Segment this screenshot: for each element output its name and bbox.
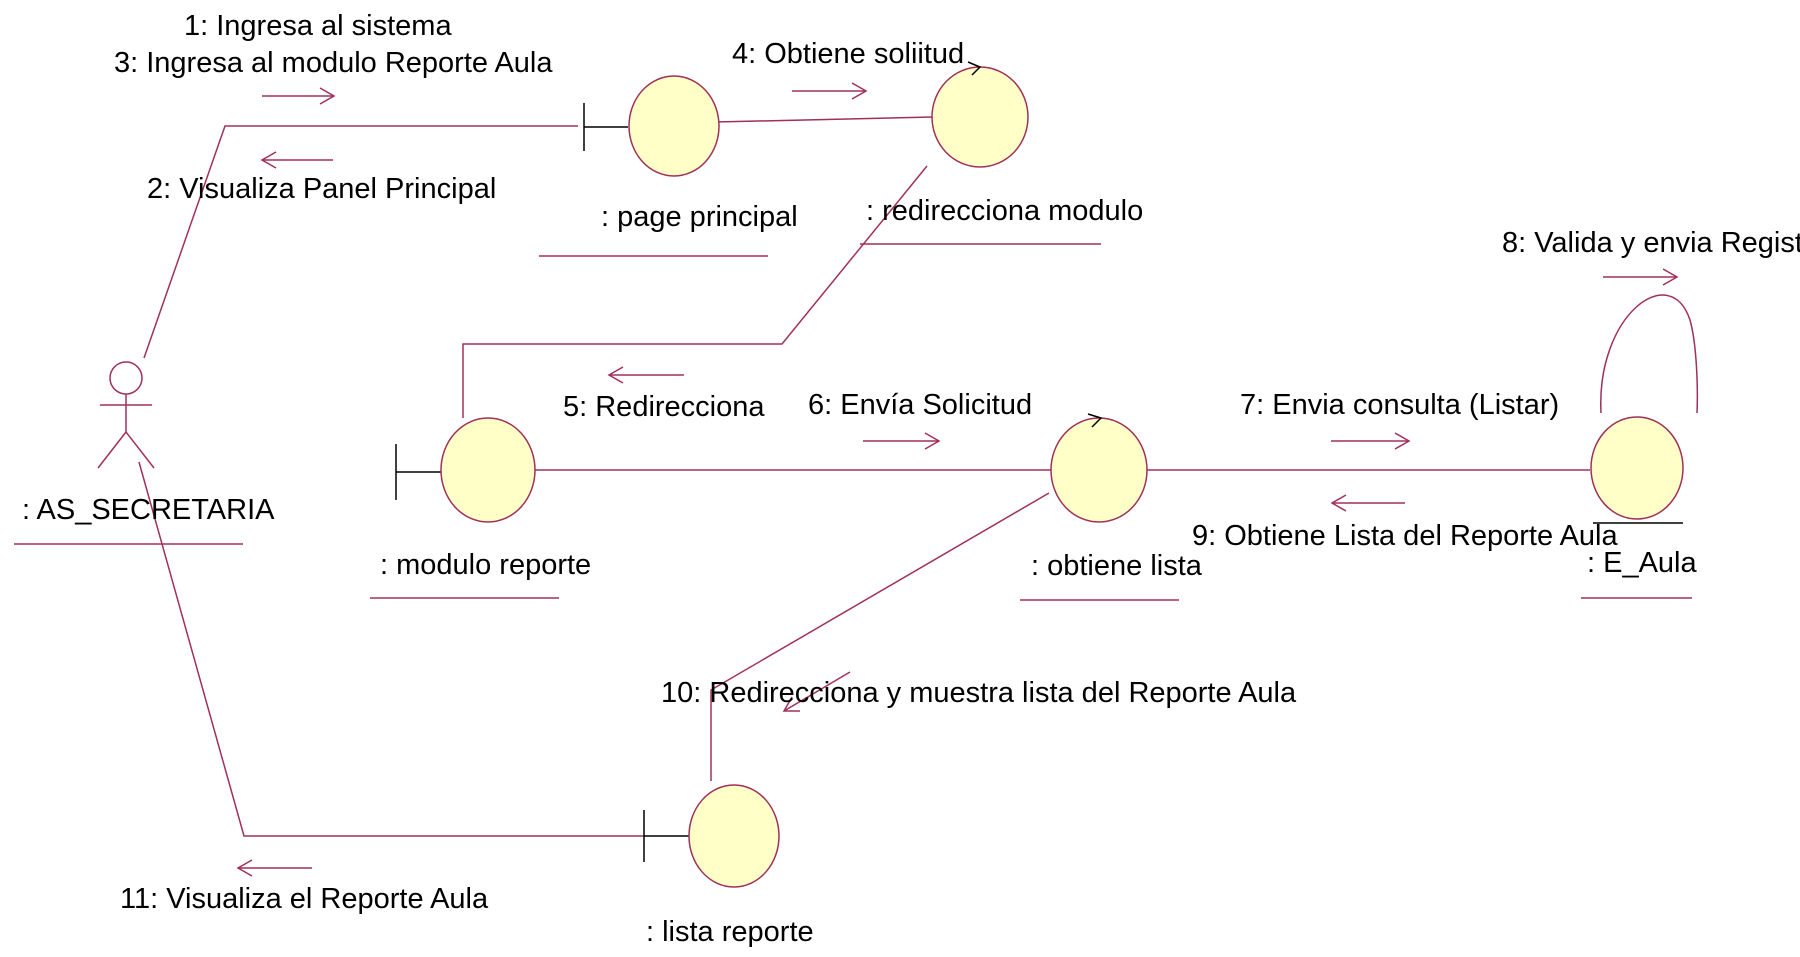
boundary-icon: [583, 75, 720, 177]
boundary-icon: [395, 417, 536, 523]
link-redirecciona-modulo-reporte: [462, 165, 928, 418]
arrow-left-icon: [260, 151, 333, 169]
link-e-aula-self: [1600, 294, 1699, 414]
arrow-left-icon: [1330, 494, 1405, 512]
object-label: : E_Aula: [1587, 547, 1697, 579]
arrow-left-icon: [236, 859, 312, 877]
message-11-label: 11: Visualiza el Reporte Aula: [120, 883, 489, 915]
message-10-label: 10: Redirecciona y muestra lista del Rep…: [661, 677, 1297, 709]
message-8-label: 8: Valida y envia Registro: [1502, 227, 1800, 259]
arrow-down-left-icon: [782, 671, 851, 712]
control-icon: [1050, 413, 1148, 523]
link-actor-page-principal: [143, 125, 578, 359]
control-icon: [931, 61, 1029, 168]
object-e-aula[interactable]: : E_Aula: [1581, 416, 1697, 599]
object-label: : page principal: [601, 201, 798, 233]
message-2-label: 2: Visualiza Panel Principal: [147, 173, 496, 205]
entity-icon: [1590, 416, 1684, 524]
object-redirecciona-modulo[interactable]: : redirecciona modulo: [860, 61, 1143, 245]
object-label: : lista reporte: [646, 916, 814, 948]
arrow-right-icon: [1331, 432, 1411, 450]
message-7-label: 7: Envia consulta (Listar): [1240, 389, 1559, 421]
arrow-right-icon: [863, 432, 941, 450]
object-label: : obtiene lista: [1031, 550, 1203, 582]
object-label: : modulo reporte: [380, 549, 591, 581]
arrow-right-icon: [262, 87, 336, 105]
message-labels: 1: Ingresa al sistema 3: Ingresa al modu…: [114, 10, 1800, 915]
message-5-label: 5: Redirecciona: [563, 391, 765, 423]
message-6-label: 6: Envía Solicitud: [808, 389, 1032, 421]
links: [138, 116, 1699, 837]
message-arrows: [236, 82, 1679, 877]
link-actor-lista-reporte: [138, 461, 644, 837]
actor-stick-figure-icon: [97, 361, 155, 469]
object-page-principal[interactable]: : page principal: [539, 75, 798, 257]
actor-label: : AS_SECRETARIA: [22, 494, 275, 526]
message-4-label: 4: Obtiene soliitud: [732, 38, 964, 70]
object-obtiene-lista[interactable]: : obtiene lista: [1020, 413, 1203, 601]
actor-as-secretaria[interactable]: : AS_SECRETARIA: [14, 361, 275, 545]
arrow-right-icon: [792, 82, 868, 100]
message-3-label: 3: Ingresa al modulo Reporte Aula: [114, 47, 553, 79]
arrow-left-icon: [607, 366, 684, 384]
message-1-label: 1: Ingresa al sistema: [184, 10, 452, 42]
object-label: : redirecciona modulo: [866, 195, 1143, 227]
arrow-right-icon: [1603, 268, 1679, 286]
object-lista-reporte[interactable]: : lista reporte: [643, 784, 814, 948]
message-9-label: 9: Obtiene Lista del Reporte Aula: [1192, 520, 1618, 552]
object-modulo-reporte[interactable]: : modulo reporte: [370, 417, 591, 599]
link-obtiene-lista-lista-reporte: [710, 492, 1050, 781]
boundary-icon: [643, 784, 780, 888]
